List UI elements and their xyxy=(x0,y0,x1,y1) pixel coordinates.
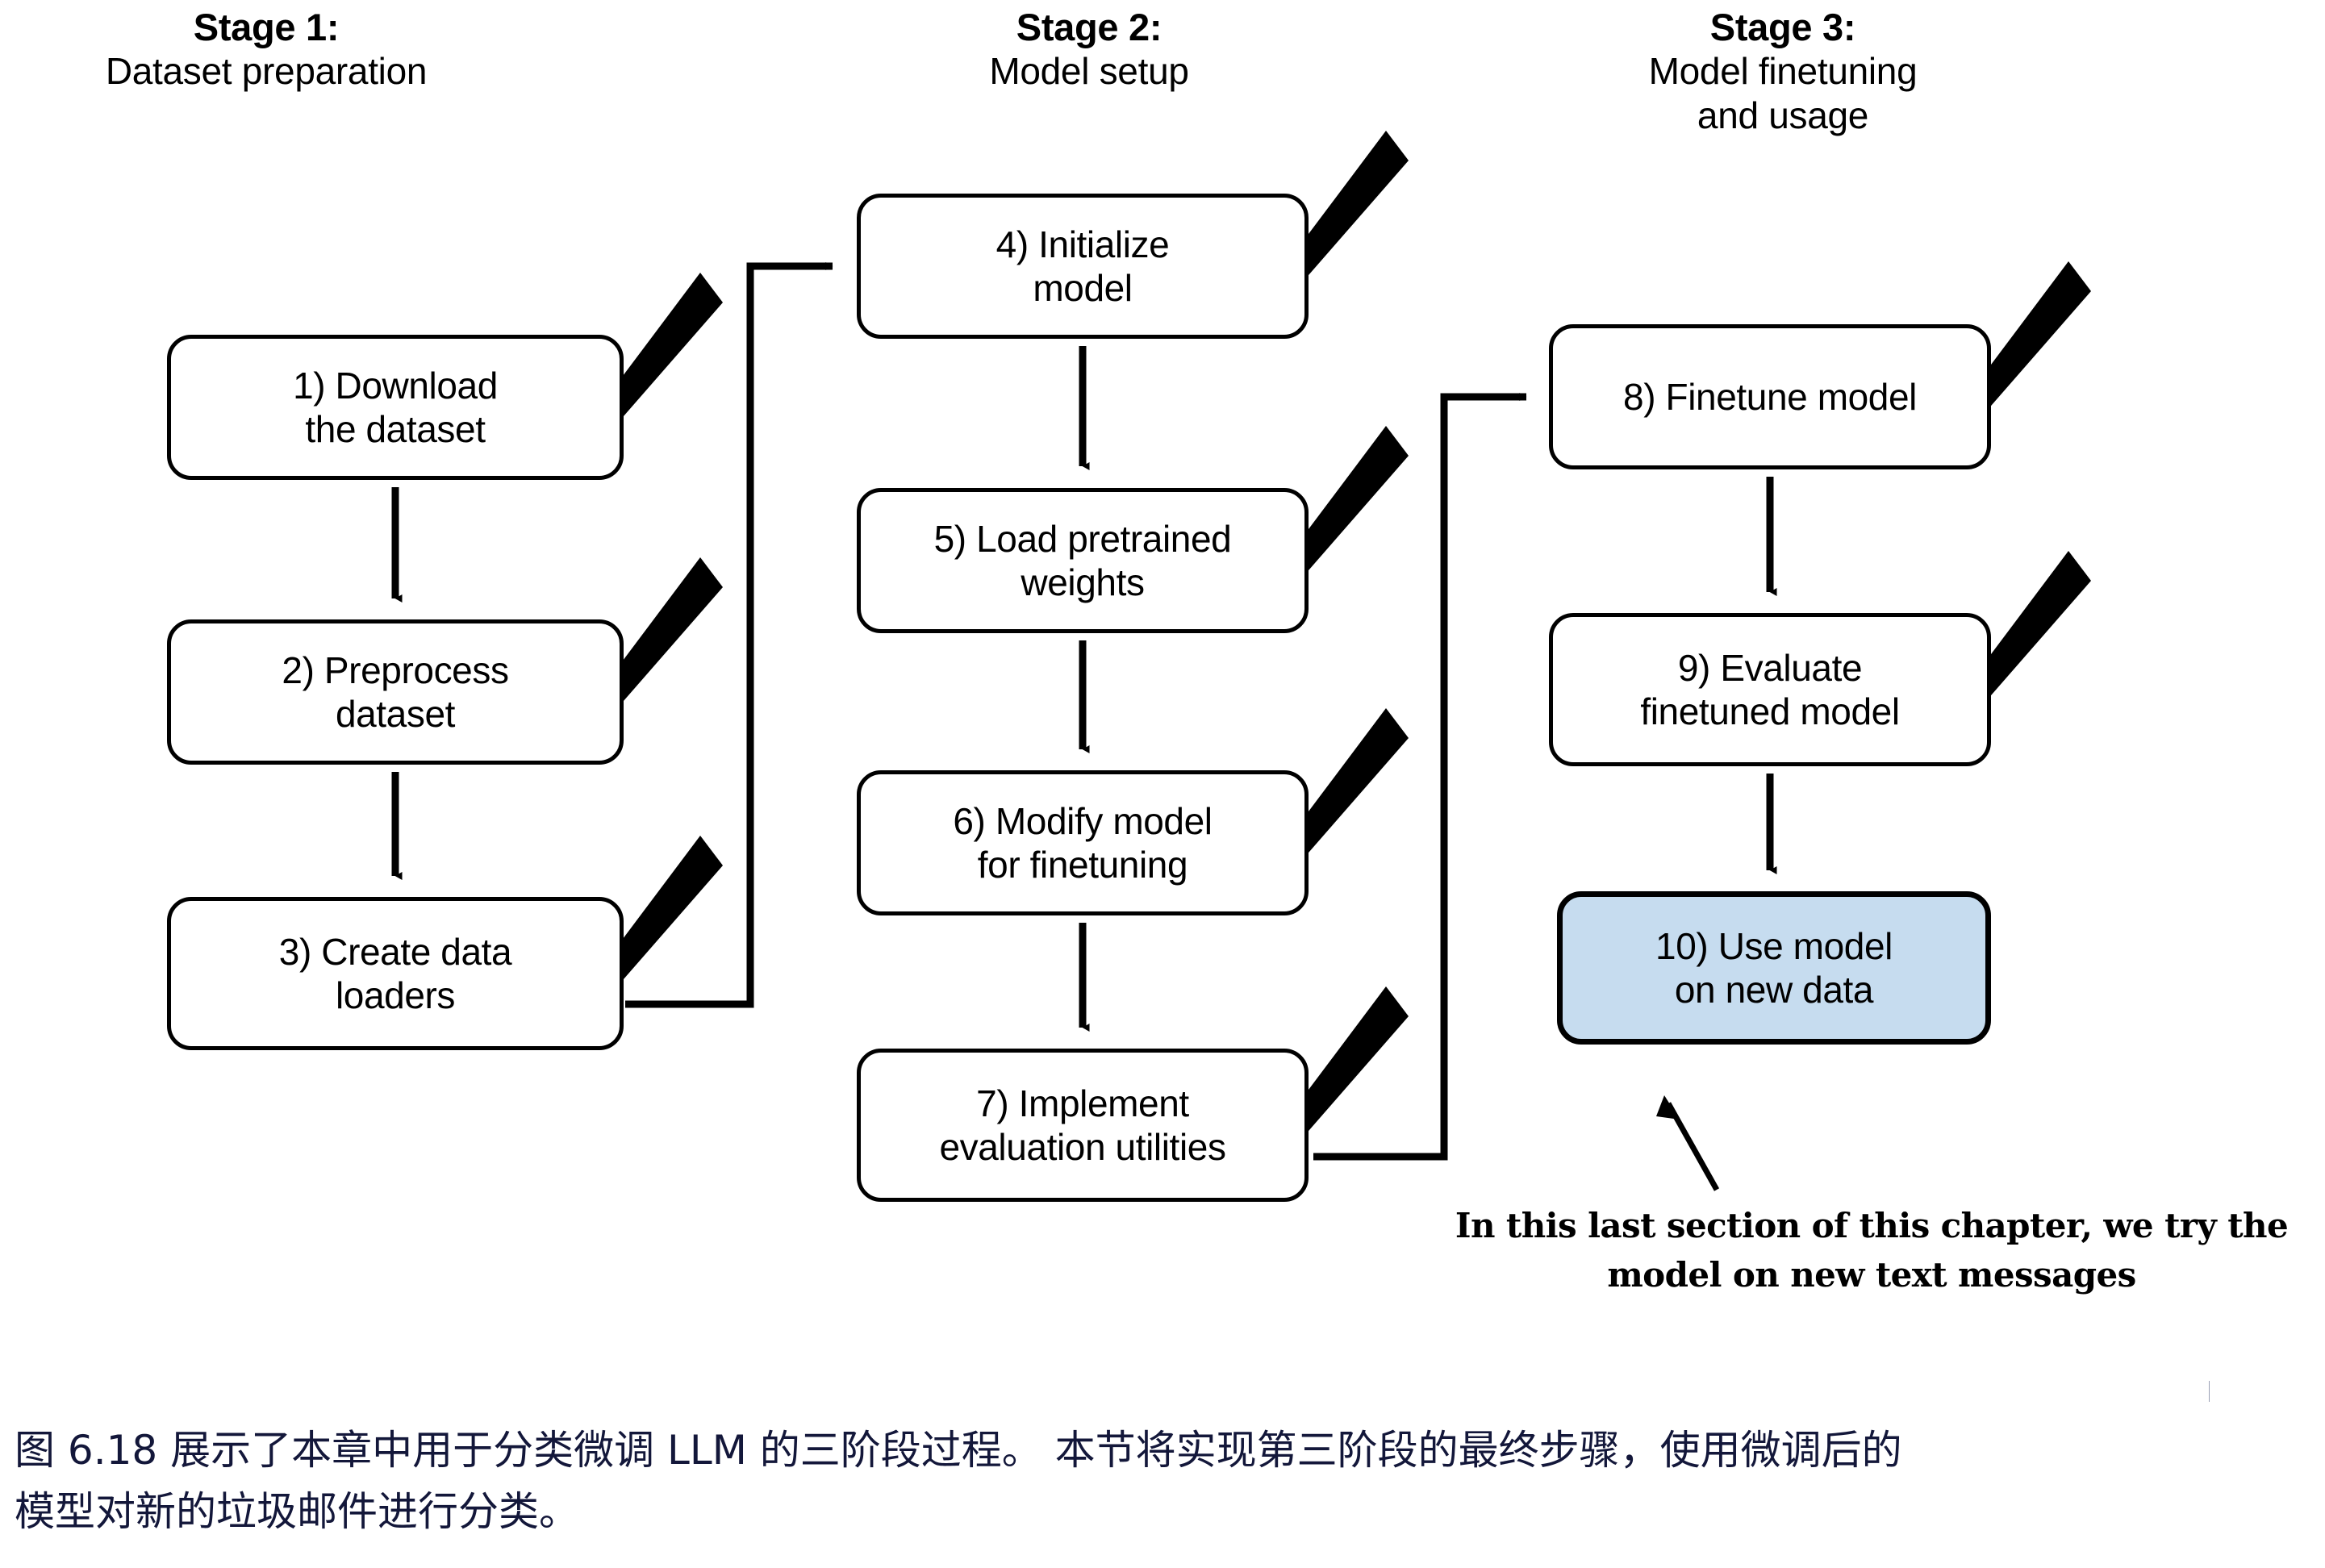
step-box-8-finetune-model[interactable]: 8) Finetune model xyxy=(1549,324,1991,469)
stage-3-label: Stage 3: xyxy=(1709,6,1856,48)
stage-1-heading: Stage 1: Dataset preparation xyxy=(16,5,516,94)
stage-1-title: Dataset preparation xyxy=(105,50,428,93)
annotation-note-line-2: model on new text messages xyxy=(1607,1254,2136,1295)
annotation-note: In this last section of this chapter, we… xyxy=(1444,1202,2299,1300)
flowchart-diagram: Stage 1: Dataset preparation Stage 2: Mo… xyxy=(16,5,2299,1300)
stage-2-title: Model setup xyxy=(989,50,1189,93)
annotation-arrow-icon xyxy=(1656,1095,1720,1191)
annotation-note-line-1: In this last section of this chapter, we… xyxy=(1455,1206,2289,1245)
stage-1-label: Stage 1: xyxy=(193,6,340,48)
figure-caption-line-2: 模型对新的垃圾邮件进行分类。 xyxy=(15,1488,579,1535)
figure-caption: 图 6.18 展示了本章中用于分类微调 LLM 的三阶段过程。 本节将实现第三阶… xyxy=(15,1420,2265,1542)
step-box-8-label: 8) Finetune model xyxy=(1623,375,1917,418)
stage-2-label: Stage 2: xyxy=(1016,6,1162,48)
stage-2-heading: Stage 2: Model setup xyxy=(839,5,1339,94)
arrow-right-icon xyxy=(1313,393,1527,1161)
page-edge-rule xyxy=(2209,1381,2210,1402)
figure-caption-line-1: 图 6.18 展示了本章中用于分类微调 LLM 的三阶段过程。 本节将实现第三阶… xyxy=(15,1427,1902,1474)
arrow-right-icon xyxy=(625,262,833,1008)
